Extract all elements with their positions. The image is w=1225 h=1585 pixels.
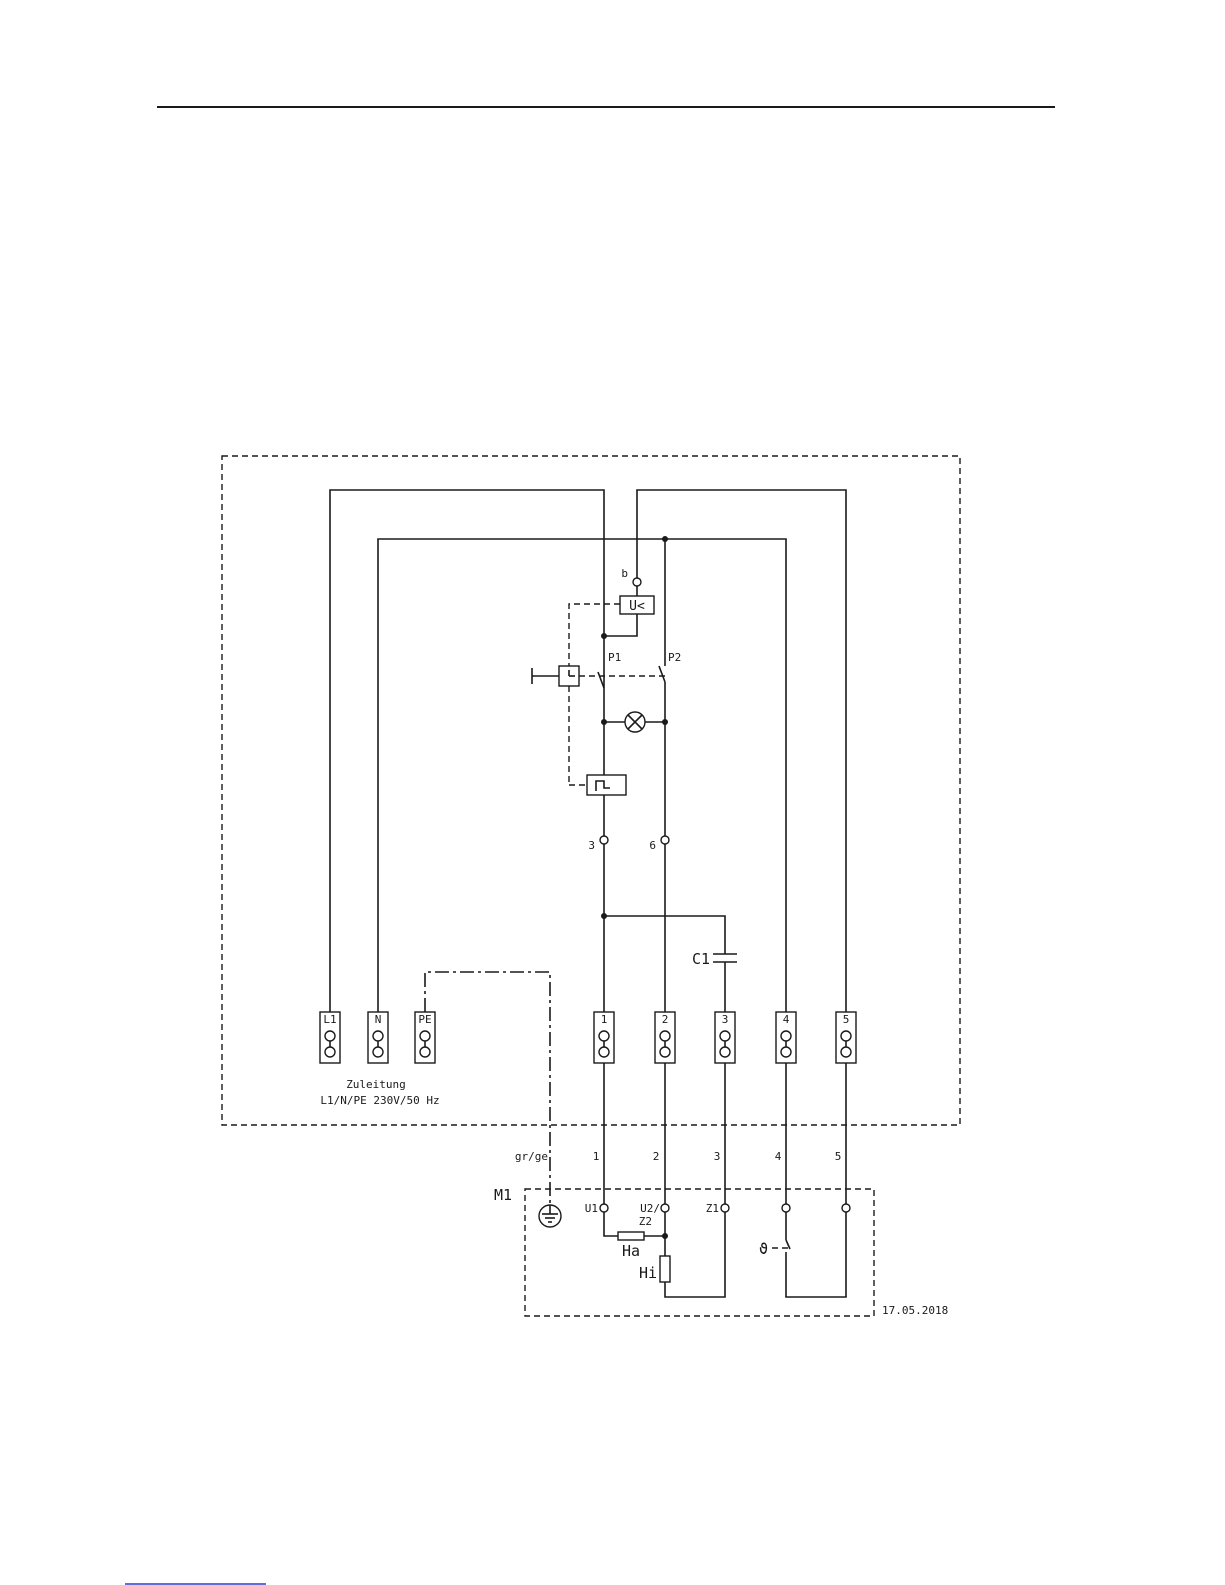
contact-b-terminal — [633, 578, 641, 586]
wire-label-2: 2 — [653, 1150, 660, 1163]
label-terminal-4: 4 — [783, 1013, 790, 1026]
pe-line — [425, 972, 550, 1204]
indicator-lamp — [625, 712, 645, 732]
wire-label-4: 4 — [775, 1150, 782, 1163]
wire-label-5: 5 — [835, 1150, 842, 1163]
winding-hi-label: Hi — [639, 1264, 657, 1282]
label-terminal-pe: PE — [418, 1013, 431, 1026]
wire-label-1: 1 — [593, 1150, 600, 1163]
node-6-label: 6 — [649, 839, 656, 852]
motor-label: M1 — [494, 1186, 512, 1204]
label-terminal-5: 5 — [843, 1013, 850, 1026]
motor-u1-label: U1 — [585, 1202, 598, 1215]
thermal-overload — [587, 775, 626, 795]
wire-label-3: 3 — [714, 1150, 721, 1163]
junction-dots — [601, 536, 668, 1239]
undervoltage-label: U< — [629, 599, 645, 614]
terminal-node-6 — [661, 836, 669, 844]
motor-z2-label: Z2 — [639, 1215, 652, 1228]
label-terminal-l1: L1 — [323, 1013, 336, 1026]
thermo-symbol: ϑ — [759, 1240, 768, 1258]
label-terminal-3: 3 — [722, 1013, 729, 1026]
motor-z1-label: Z1 — [706, 1202, 719, 1215]
ground-icon — [539, 1205, 561, 1227]
contact-b-label: b — [621, 567, 628, 580]
capacitor-label: C1 — [692, 950, 710, 968]
supply-label-line1: Zuleitung — [346, 1078, 406, 1091]
node-3-label: 3 — [588, 839, 595, 852]
wire-label-grge: gr/ge — [515, 1150, 548, 1163]
label-terminal-2: 2 — [662, 1013, 669, 1026]
mechanical-linkage — [569, 604, 665, 785]
switch-p1-label: P1 — [608, 651, 621, 664]
motor-u2-label: U2/ — [640, 1202, 660, 1215]
main-switch-handle — [532, 666, 579, 686]
switch-p2-label: P2 — [668, 651, 681, 664]
label-terminal-n: N — [375, 1013, 382, 1026]
supply-label-line2: L1/N/PE 230V/50 Hz — [320, 1094, 439, 1107]
terminal-node-3 — [600, 836, 608, 844]
date-label: 17.05.2018 — [882, 1304, 948, 1317]
winding-ha-label: Ha — [622, 1242, 640, 1260]
label-terminal-1: 1 — [601, 1013, 608, 1026]
